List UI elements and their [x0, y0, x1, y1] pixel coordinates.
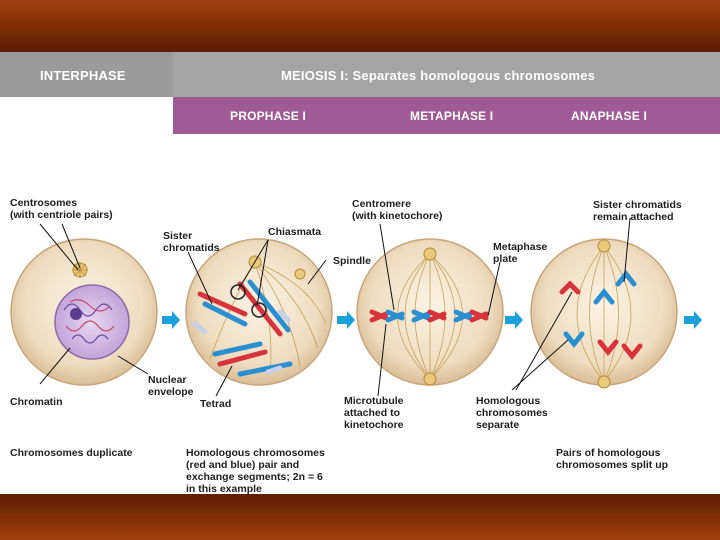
meiosis-header: [173, 52, 720, 97]
arrow-1: [162, 311, 180, 329]
nucleus: [54, 284, 130, 360]
interphase-header: [0, 52, 173, 97]
label-microtubule: Microtubule attached to kinetochore: [344, 395, 404, 431]
label-centrosomes: Centrosomes (with centriole pairs): [10, 197, 113, 221]
nucleolus: [70, 308, 82, 320]
arrow-2: [337, 311, 355, 329]
label-metaphase-plate: Metaphase plate: [493, 241, 548, 265]
metaphase-cell: [356, 238, 504, 386]
label-tetrad: Tetrad: [200, 398, 232, 410]
label-chromatin: Chromatin: [10, 396, 63, 408]
label-homologous-separate: Homologous chromosomes separate: [476, 395, 548, 431]
label-nuclear-envelope: Nuclear envelope: [148, 374, 194, 398]
interphase-cell: [10, 238, 158, 386]
label-sister-remain-attached: Sister chromatids remain attached: [593, 199, 682, 223]
label-spindle: Spindle: [333, 255, 371, 267]
caption-interphase: Chromosomes duplicate: [10, 447, 133, 459]
label-centromere: Centromere (with kinetochore): [352, 198, 443, 222]
anaphase-cell: [530, 238, 678, 389]
stage-anaphase-label: ANAPHASE I: [571, 109, 648, 123]
meiosis-title: MEIOSIS I: Separates homologous chromoso…: [281, 68, 596, 83]
nuclear-envelope-fragments: [192, 309, 291, 375]
meiosis-diagram: [10, 217, 702, 397]
stage-header-bar: [173, 97, 720, 134]
label-sister-chromatids: Sister chromatids: [163, 230, 220, 254]
centrosome: [72, 262, 88, 278]
stage-metaphase-label: METAPHASE I: [410, 109, 494, 123]
prophase-cell: [185, 238, 333, 386]
leader-lines: [39, 217, 631, 397]
interphase-title: INTERPHASE: [40, 68, 126, 83]
chiasma-marker: [251, 302, 267, 318]
chiasma-marker: [230, 284, 246, 300]
top-decorative-band: [0, 0, 720, 52]
label-chiasmata: Chiasmata: [268, 226, 322, 238]
arrow-3: [505, 311, 523, 329]
caption-prophase: Homologous chromosomes (red and blue) pa…: [186, 447, 325, 495]
stage-prophase-label: PROPHASE I: [230, 109, 307, 123]
arrow-4: [684, 311, 702, 329]
bottom-decorative-band: [0, 494, 720, 540]
caption-anaphase: Pairs of homologous chromosomes split up: [556, 447, 669, 471]
